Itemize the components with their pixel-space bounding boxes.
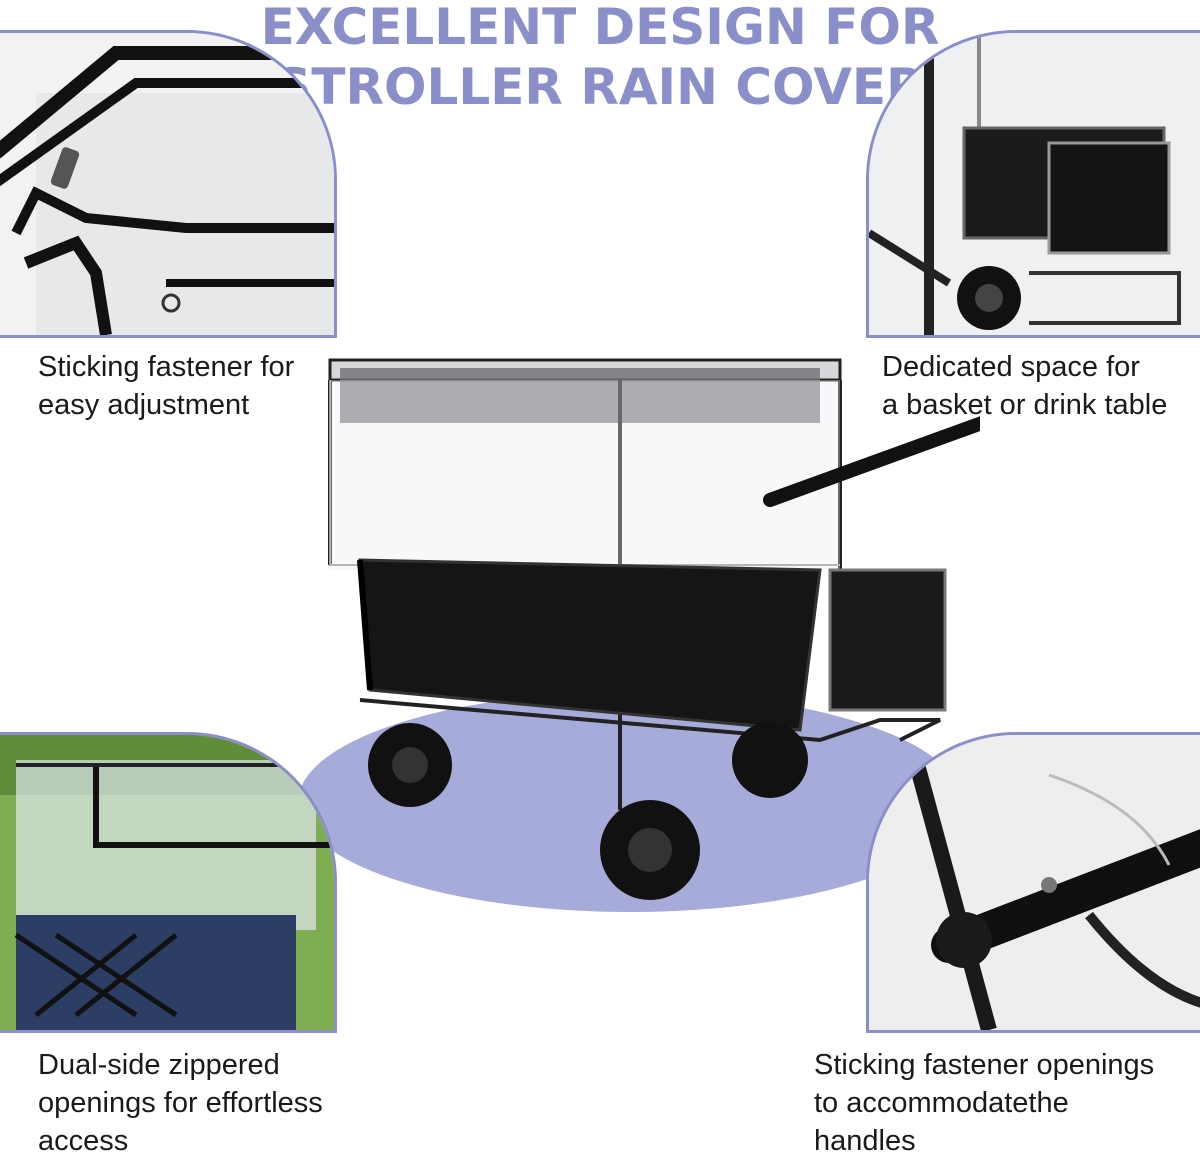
caption-top-left: Sticking fastener for easy adjustment — [38, 351, 295, 421]
headline-line-1: EXCELLENT DESIGN FOR — [260, 0, 940, 56]
caption-bottom-right: Sticking fastener openings to accommodat… — [814, 1049, 1155, 1157]
zippered-opening-closeup-image — [0, 735, 334, 1030]
caption-top-right: Dedicated space for a basket or drink ta… — [882, 351, 1168, 421]
zipper-closeup-image — [0, 33, 334, 335]
wagon-with-rain-cover-image — [328, 358, 980, 900]
detail-panel-zippered-opening — [0, 732, 337, 1033]
detail-panel-zipper — [0, 30, 337, 338]
headline-line-2: STROLLER RAIN COVER — [275, 58, 925, 116]
detail-panel-handle-opening — [866, 732, 1200, 1033]
basket-closeup-image — [869, 33, 1200, 335]
detail-panel-basket — [866, 30, 1200, 338]
handle-opening-closeup-image — [869, 735, 1200, 1030]
caption-bottom-left: Dual-side zippered openings for effortle… — [38, 1049, 323, 1157]
